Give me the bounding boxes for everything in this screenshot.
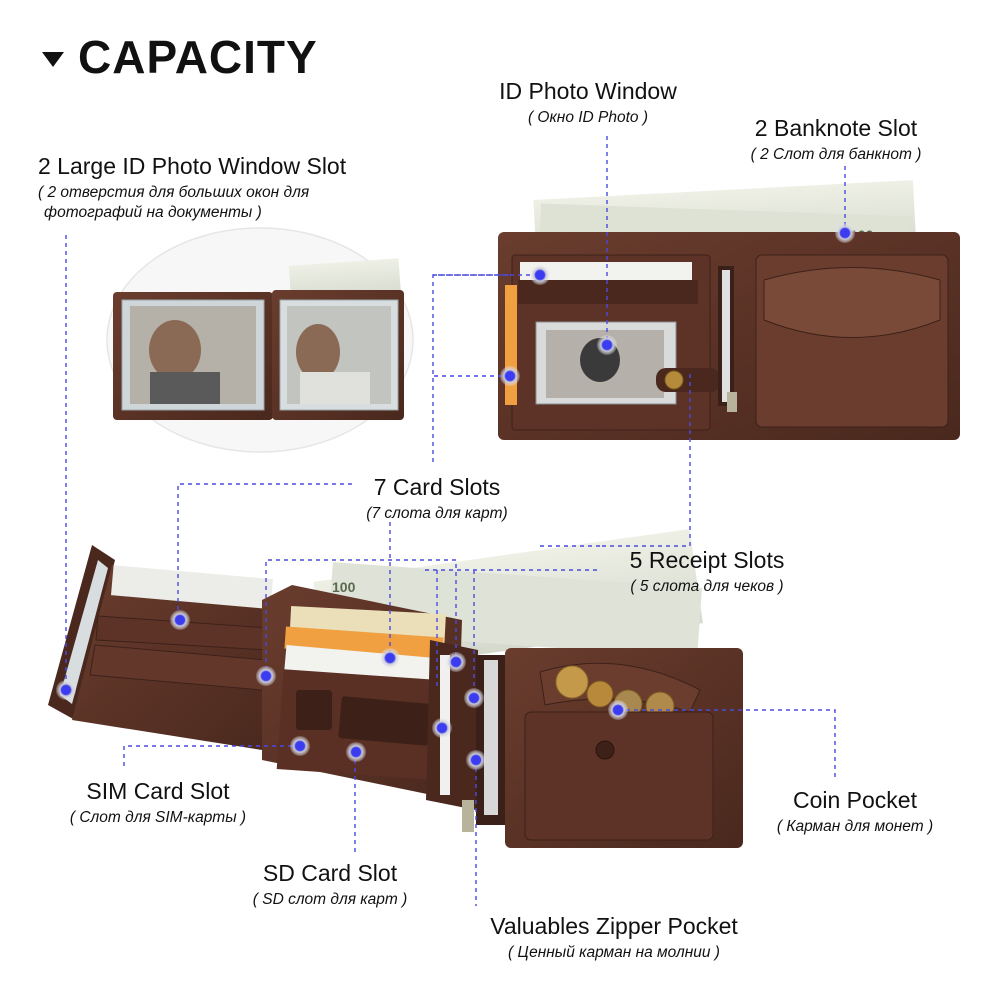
wallet-bottom-open: 100 100 (48, 529, 743, 848)
label-coin-pocket-ru: ( Карман для монет ) (776, 818, 934, 835)
leader-lines (65, 136, 846, 906)
capacity-title: CAPACITY (78, 31, 318, 83)
label-id-photo-window-ru: ( Окно ID Photo ) (527, 109, 649, 126)
label-card-slots-ru: (7 слота для карт) (366, 505, 508, 522)
label-card-slots-en: 7 Card Slots (373, 474, 501, 500)
capacity-heading: CAPACITY (42, 30, 318, 84)
label-card-slots: 7 Card Slots (7 слота для карт) (366, 474, 507, 523)
label-zipper-pocket-ru: ( Ценный карман на молнии ) (508, 944, 720, 961)
label-sim-slot-en: SIM Card Slot (86, 778, 230, 804)
label-large-id-slot-ru2: фотографий на документы ) (44, 204, 262, 221)
label-id-photo-window-en: ID Photo Window (499, 78, 677, 104)
label-large-id-slot-en: 2 Large ID Photo Window Slot (38, 153, 347, 179)
label-banknote-slot-ru: ( 2 Слот для банкнот ) (750, 146, 922, 163)
label-coin-pocket-en: Coin Pocket (792, 787, 917, 813)
label-zipper-pocket: Valuables Zipper Pocket ( Ценный карман … (490, 913, 738, 962)
label-sim-slot-ru: ( Слот для SIM-карты ) (69, 809, 247, 826)
label-receipt-slots: 5 Receipt Slots ( 5 слота для чеков ) (630, 547, 785, 596)
inset-id-windows (106, 227, 414, 453)
label-receipt-slots-en: 5 Receipt Slots (629, 547, 785, 573)
label-large-id-slot-ru1: ( 2 отверстия для больших окон для (38, 184, 310, 201)
svg-text:100: 100 (332, 579, 356, 595)
label-id-photo-window: ID Photo Window ( Окно ID Photo ) (499, 78, 677, 127)
label-coin-pocket: Coin Pocket ( Карман для монет ) (777, 787, 933, 836)
label-sd-slot-ru: ( SD слот для карт ) (252, 891, 408, 908)
triangle-down-icon (42, 51, 64, 67)
callout-dots (56, 223, 855, 770)
label-banknote-slot-en: 2 Banknote Slot (754, 115, 918, 141)
label-sd-slot-en: SD Card Slot (262, 860, 398, 886)
label-receipt-slots-ru: ( 5 слота для чеков ) (630, 578, 784, 595)
label-zipper-pocket-en: Valuables Zipper Pocket (490, 913, 738, 939)
label-banknote-slot: 2 Banknote Slot ( 2 Слот для банкнот ) (751, 115, 922, 164)
label-sd-slot: SD Card Slot ( SD слот для карт ) (253, 860, 407, 909)
label-sim-slot: SIM Card Slot ( Слот для SIM-карты ) (70, 778, 246, 827)
wallet-top-right: 100 100 (498, 180, 960, 440)
label-large-id-slot: 2 Large ID Photo Window Slot ( 2 отверст… (38, 153, 346, 222)
